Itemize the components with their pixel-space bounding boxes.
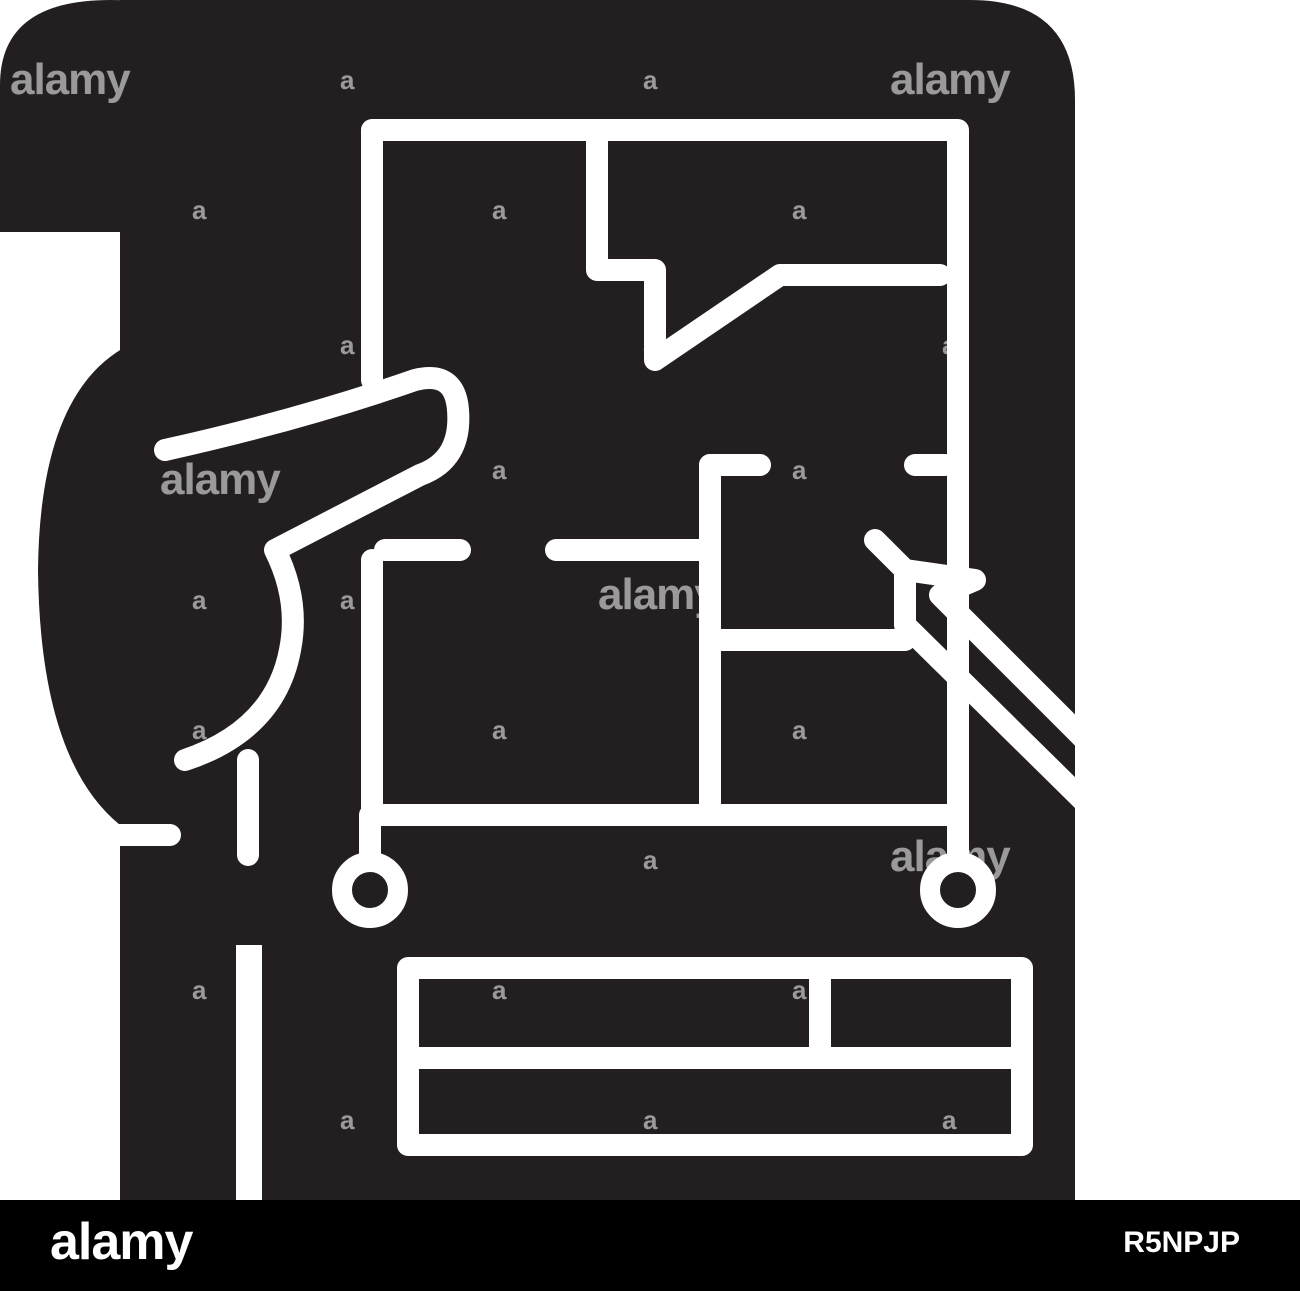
dimension-markers bbox=[332, 852, 996, 928]
footer-logo: alamy bbox=[50, 1213, 193, 1271]
footer-bar bbox=[0, 1200, 1300, 1291]
image-id: R5NPJP bbox=[1123, 1226, 1240, 1259]
dimension-circle-right bbox=[920, 852, 996, 928]
floor-plan-icon bbox=[0, 0, 1075, 1200]
dimension-circle-left bbox=[332, 852, 408, 928]
